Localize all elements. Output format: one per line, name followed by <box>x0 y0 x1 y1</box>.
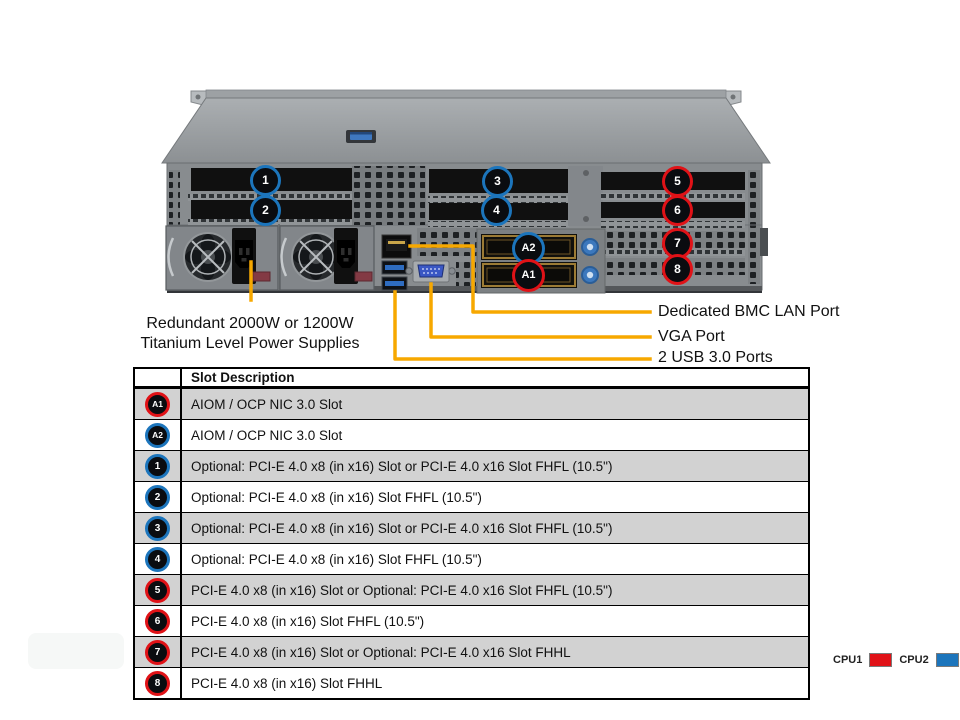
usb-port-1 <box>381 260 408 275</box>
slot-badge-3: 3 <box>145 515 170 541</box>
psu-fan-icon <box>291 232 341 282</box>
slot-badge-a1: A1 <box>145 391 170 417</box>
psu-1 <box>165 225 279 291</box>
chassis-badge-slot-8: 8 <box>662 254 693 285</box>
vga-callout-line <box>429 282 652 339</box>
table-row-a1: A1 AIOM / OCP NIC 3.0 Slot <box>135 388 808 419</box>
lid-latch <box>346 130 376 143</box>
slot-desc-a1: AIOM / OCP NIC 3.0 Slot <box>191 396 343 412</box>
chassis-badge-slot-a1: A1 <box>512 259 545 292</box>
table-row-1: 1 Optional: PCI-E 4.0 x8 (in x16) Slot o… <box>135 450 808 481</box>
chassis-badge-slot-6: 6 <box>662 195 693 226</box>
slot-badge-4: 4 <box>145 546 170 572</box>
slot-desc-8: PCI-E 4.0 x8 (in x16) Slot FHHL <box>191 675 383 691</box>
slot-badge-7: 7 <box>145 639 170 665</box>
psu-ac-inlet <box>334 228 358 284</box>
table-row-3: 3 Optional: PCI-E 4.0 x8 (in x16) Slot o… <box>135 512 808 543</box>
psu-fan-icon <box>183 232 233 282</box>
side-vent-columns <box>169 170 760 284</box>
table-row-6: 6 PCI-E 4.0 x8 (in x16) Slot FHFL (10.5"… <box>135 605 808 636</box>
vga-port <box>405 260 456 283</box>
chassis-badge-slot-a2: A2 <box>512 232 545 265</box>
table-row-4: 4 Optional: PCI-E 4.0 x8 (in x16) Slot F… <box>135 543 808 574</box>
table-header-label: Slot Description <box>191 370 295 385</box>
psu-callout-label: Redundant 2000W or 1200W Titanium Level … <box>124 314 376 354</box>
cpu2-legend-label: CPU2 <box>899 654 929 666</box>
slot-description-table: Slot Description A1 AIOM / OCP NIC 3.0 S… <box>133 367 810 700</box>
slot-desc-5: PCI-E 4.0 x8 (in x16) Slot or Optional: … <box>191 582 613 598</box>
bmc-callout-line <box>408 244 652 314</box>
table-row-5: 5 PCI-E 4.0 x8 (in x16) Slot or Optional… <box>135 574 808 605</box>
psu-clip <box>354 271 373 282</box>
vga-callout-label: VGA Port <box>658 328 725 345</box>
slot-desc-3: Optional: PCI-E 4.0 x8 (in x16) Slot or … <box>191 520 613 536</box>
slot-desc-2: Optional: PCI-E 4.0 x8 (in x16) Slot FHF… <box>191 489 482 505</box>
slot-desc-1: Optional: PCI-E 4.0 x8 (in x16) Slot or … <box>191 458 613 474</box>
slot-badge-1: 1 <box>145 453 170 479</box>
psu-callout-line1: Redundant 2000W or 1200W <box>146 315 354 332</box>
server-rear-illustration <box>161 89 771 361</box>
table-row-7: 7 PCI-E 4.0 x8 (in x16) Slot or Optional… <box>135 636 808 667</box>
cpu2-color-swatch <box>935 653 959 667</box>
table-header-badge-cell <box>135 369 182 386</box>
psu-callout-line2: Titanium Level Power Supplies <box>140 335 360 352</box>
watermark <box>28 633 124 669</box>
usb-callout-label: 2 USB 3.0 Ports <box>658 349 773 366</box>
psu-clip <box>252 271 271 282</box>
cpu1-legend-label: CPU1 <box>833 654 863 666</box>
cpu-legend: CPU1 CPU2 <box>833 653 959 667</box>
slot-badge-5: 5 <box>145 577 170 603</box>
chassis-lid <box>161 89 771 164</box>
psu-2 <box>279 225 375 291</box>
chassis-badge-slot-4: 4 <box>481 195 512 226</box>
io-panel <box>381 228 477 291</box>
slot-desc-7: PCI-E 4.0 x8 (in x16) Slot or Optional: … <box>191 644 571 660</box>
table-row-8: 8 PCI-E 4.0 x8 (in x16) Slot FHHL <box>135 667 808 698</box>
cpu1-color-swatch <box>869 653 893 667</box>
chassis-badge-slot-1: 1 <box>250 165 281 196</box>
slot-badge-6: 6 <box>145 608 170 634</box>
bmc-callout-label: Dedicated BMC LAN Port <box>658 303 840 320</box>
thumbscrews <box>581 238 599 284</box>
slot-badge-a2: A2 <box>145 422 170 448</box>
chassis-badge-slot-5: 5 <box>662 166 693 197</box>
slot-desc-6: PCI-E 4.0 x8 (in x16) Slot FHFL (10.5") <box>191 613 425 629</box>
callout-lines <box>249 244 652 361</box>
slot-desc-4: Optional: PCI-E 4.0 x8 (in x16) Slot FHF… <box>191 551 482 567</box>
usb-callout-line <box>393 290 652 361</box>
usb-port-2 <box>381 276 408 291</box>
table-row-a2: A2 AIOM / OCP NIC 3.0 Slot <box>135 419 808 450</box>
slot-desc-a2: AIOM / OCP NIC 3.0 Slot <box>191 427 343 443</box>
table-header-row: Slot Description <box>135 369 808 388</box>
table-row-2: 2 Optional: PCI-E 4.0 x8 (in x16) Slot F… <box>135 481 808 512</box>
slot-badge-8: 8 <box>145 670 170 696</box>
bmc-lan-port <box>381 234 412 259</box>
slot-badge-2: 2 <box>145 484 170 510</box>
chassis-badge-slot-3: 3 <box>482 166 513 197</box>
chassis-badge-slot-2: 2 <box>250 195 281 226</box>
